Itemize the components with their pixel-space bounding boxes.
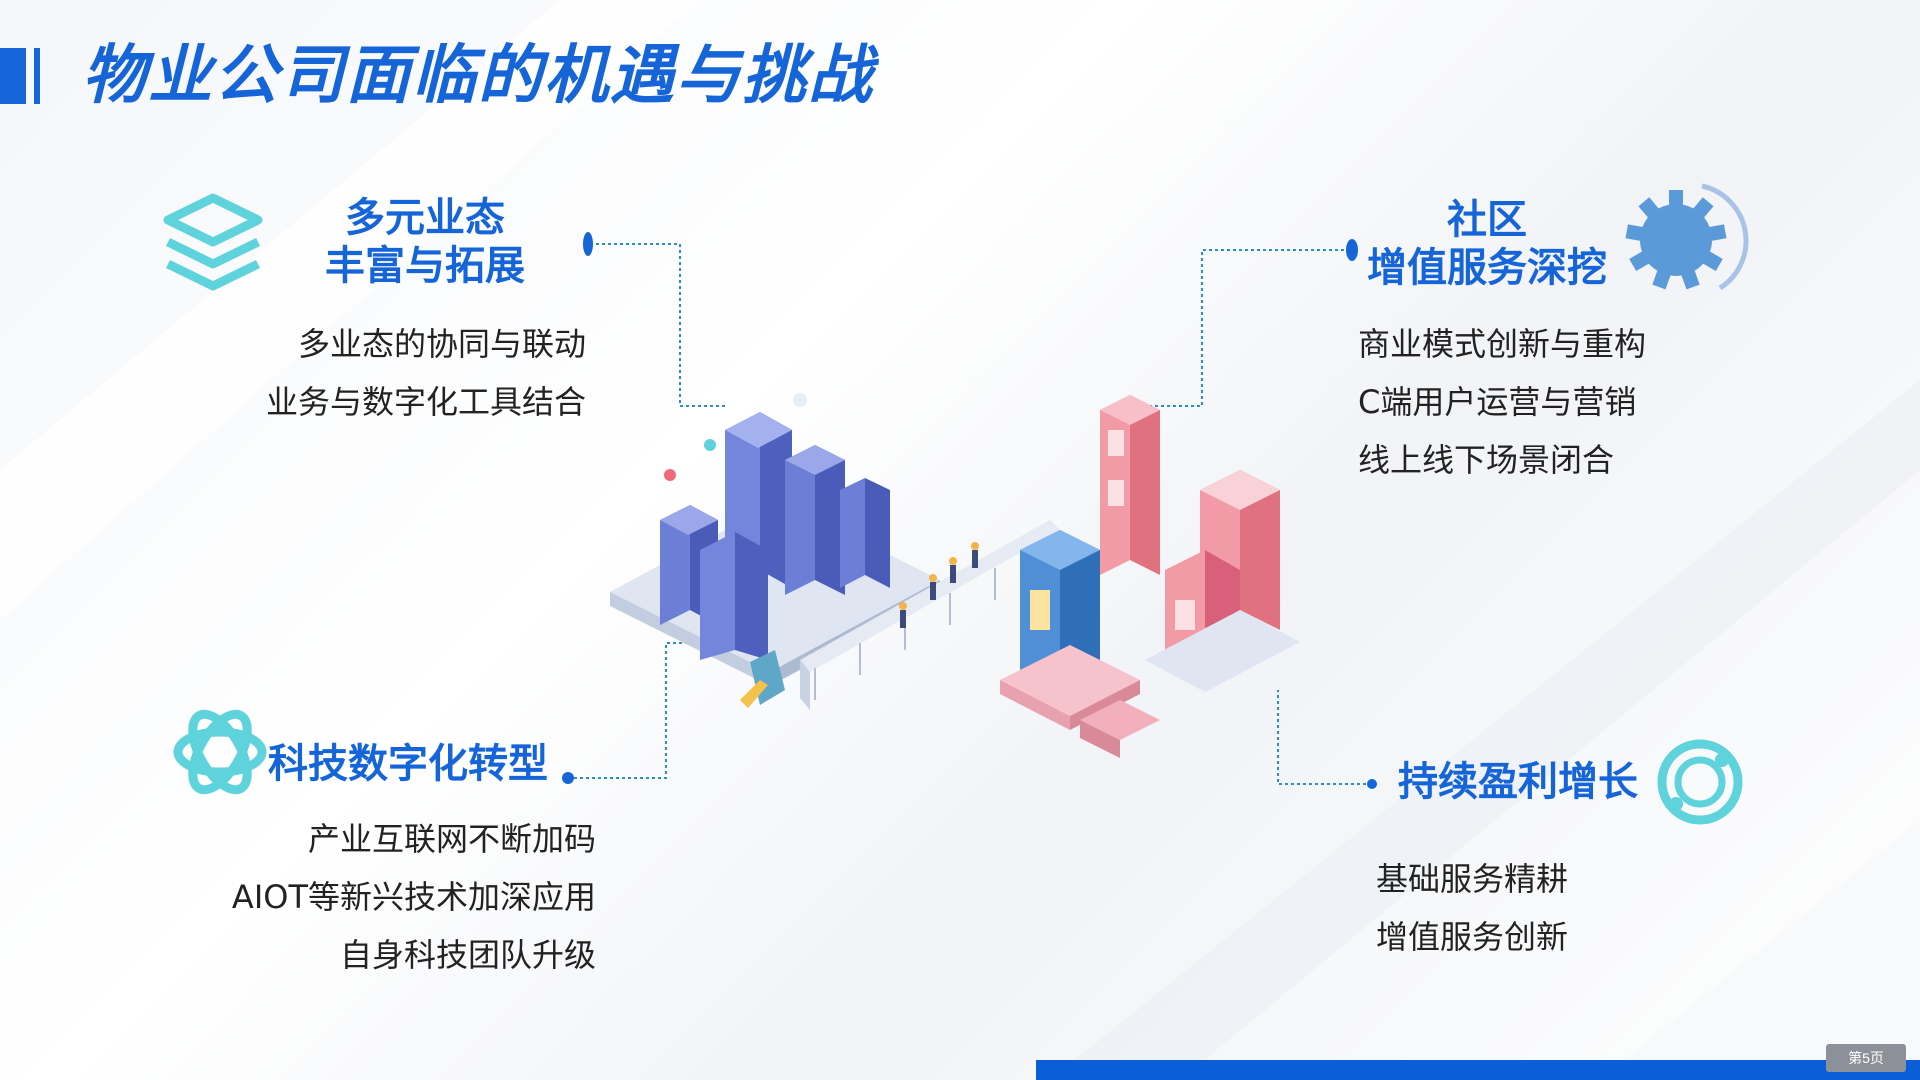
list-item: 基础服务精耕 — [1376, 860, 1569, 898]
list-digital-transformation: 产业互联网不断加码 AIOT等新兴技术加深应用 自身科技团队升级 — [200, 810, 596, 984]
list-item: 增值服务创新 — [1376, 918, 1569, 956]
list-item: 业务与数字化工具结合 — [265, 383, 586, 421]
list-item: 线上线下场景闭合 — [1358, 441, 1615, 479]
list-item: C端用户运营与营销 — [1358, 383, 1637, 421]
heading-community-services: 社区 增值服务深挖 — [1367, 197, 1607, 291]
page-number-badge[interactable]: 第5页 — [1826, 1044, 1906, 1072]
gear-icon — [1625, 183, 1749, 291]
footer-accent-bar — [1036, 1060, 1920, 1080]
list-item: 产业互联网不断加码 — [307, 820, 596, 858]
list-item: AIOT等新兴技术加深应用 — [231, 878, 596, 916]
list-item: 商业模式创新与重构 — [1358, 325, 1647, 363]
target-ring-icon — [1657, 739, 1743, 825]
list-item: 自身科技团队升级 — [339, 936, 596, 974]
title-accent-bar — [0, 48, 26, 104]
layers-icon — [163, 193, 263, 291]
page-title: 物业公司面临的机遇与挑战 — [82, 39, 874, 113]
list-diverse-business: 多业态的协同与联动 业务与数字化工具结合 — [220, 315, 586, 431]
heading-diverse-business: 多元业态 丰富与拓展 — [325, 195, 525, 289]
title-accent-bar-thin — [34, 48, 40, 104]
list-profit-growth: 基础服务精耕 增值服务创新 — [1376, 850, 1676, 966]
list-item: 多业态的协同与联动 — [297, 325, 586, 363]
list-community-services: 商业模式创新与重构 C端用户运营与营销 线上线下场景闭合 — [1358, 315, 1758, 489]
heading-profit-growth: 持续盈利增长 — [1398, 759, 1638, 805]
heading-digital-transformation: 科技数字化转型 — [268, 741, 548, 787]
city-illustration — [610, 393, 1300, 758]
atom-icon — [173, 709, 267, 795]
